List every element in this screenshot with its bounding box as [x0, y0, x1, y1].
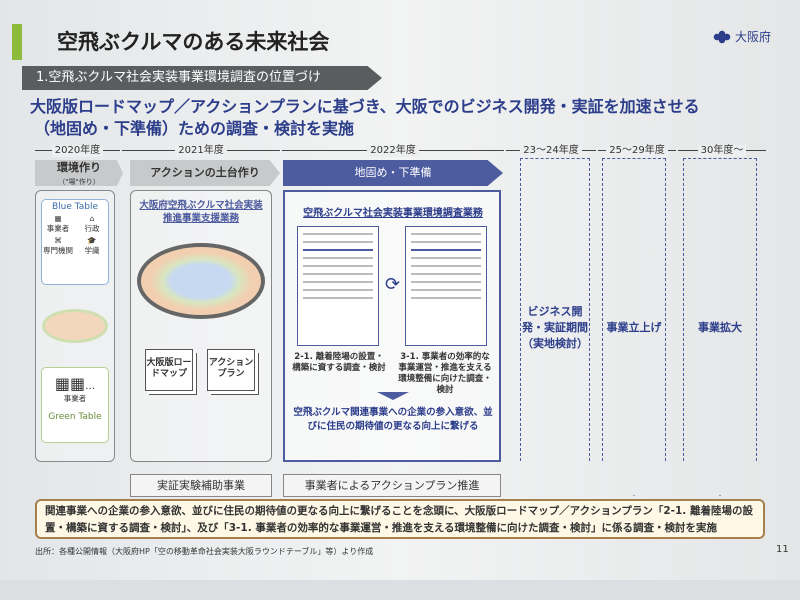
member-label: 事業者: [46, 224, 70, 233]
report-page-1: [297, 226, 379, 346]
phase-business-dev: ビジネス開発・実証期間（実地検討）: [520, 158, 590, 496]
column-2020: Blue Table ▦事業者 ⌂行政 ⌘専門機関 🎓学識 ▦▦… 事業者 Gr…: [35, 190, 115, 462]
headline-line-2: （地固め・下準備）ための調査・検討を実施: [34, 119, 355, 138]
subsidy-program-box: 実証実験補助事業: [130, 474, 272, 497]
column-2022: 空飛ぶクルマ社会実装事業環境調査業務 ⟳ 2-1. 離着陸場の設置・構築に資する…: [283, 190, 501, 462]
government-icon: ⌂行政: [84, 214, 100, 233]
roadmap-label: 大阪版ロードマップ: [146, 358, 192, 379]
headline: 大阪版ロードマップ／アクションプランに基づき、大阪でのビジネス開発・実証を加速さ…: [30, 96, 700, 140]
timeline-30: 30年度～: [678, 143, 766, 157]
phase-expansion: 事業拡大: [683, 158, 757, 496]
action-plan-doc: アクションプラン: [207, 349, 255, 391]
summary-box: 関連事業への企業の参入意欲、並びに住民の期待値の更なる向上に繋げることを念頭に、…: [35, 499, 765, 539]
study-item-2-1: 2-1. 離着陸場の設置・構築に資する調査・検討: [292, 352, 386, 373]
timeline-2022: 2022年度: [282, 143, 504, 157]
member-label: 事業者: [63, 394, 87, 403]
project-title-2021: 大阪府空飛ぶクルマ社会実装推進事業支援業務: [139, 200, 263, 224]
slide-title: 空飛ぶクルマのある未来社会: [12, 24, 712, 60]
phase-2020-label: 環境作り: [57, 161, 101, 174]
round-table-diagram: [42, 309, 108, 343]
green-table-card: ▦▦… 事業者 Green Table: [41, 367, 109, 443]
member-label: 行政: [84, 224, 100, 233]
cycle-icon: ⟳: [385, 274, 401, 295]
slide: 空飛ぶクルマのある未来社会 大阪府 1.空飛ぶクルマ社会実装事業環境調査の位置づ…: [0, 0, 800, 580]
timeline-25-29-label: 25～29年度: [606, 145, 668, 157]
blue-table-card: Blue Table ▦事業者 ⌂行政 ⌘専門機関 🎓学識: [41, 199, 109, 285]
phase-launch: 事業立上げ: [602, 158, 666, 496]
down-arrow-icon: [377, 392, 409, 400]
goal-text: 空飛ぶクルマ関連事業への企業の参入意欲、並びに住民の期待値の更なる向上に繋げる: [293, 407, 493, 432]
timeline-25-29: 25～29年度: [598, 143, 676, 157]
source-note: 出所：各種公開情報（大阪府HP「空の移動革命社会実装大阪ラウンドテーブル」等）よ…: [35, 547, 374, 556]
project-title-2022: 空飛ぶクルマ社会実装事業環境調査業務: [303, 208, 483, 219]
member-label: 専門機関: [43, 246, 73, 255]
timeline-30-label: 30年度～: [697, 145, 747, 157]
timeline-23-24: 23～24年度: [506, 143, 596, 157]
cycle-diagram: [137, 243, 265, 319]
phase-2022: 地固め・下準備: [283, 160, 503, 186]
business-icon: ▦事業者: [46, 214, 70, 233]
phase-2021: アクションの土台作り: [130, 160, 280, 186]
column-2021: 大阪府空飛ぶクルマ社会実装推進事業支援業務 大阪版ロードマップ アクションプラン: [130, 190, 272, 462]
section-heading: 1.空飛ぶクルマ社会実装事業環境調査の位置づけ: [22, 66, 382, 90]
study-item-3-1: 3-1. 事業者の効率的な事業運営・推進を支える環境整備に向けた調査・検討: [398, 352, 492, 395]
phase-2020-sublabel: （"場"作り）: [58, 178, 100, 186]
action-plan-label: アクションプラン: [208, 358, 254, 379]
blue-table-label: Blue Table: [51, 202, 99, 212]
member-label: 学識: [84, 246, 100, 255]
action-plan-promotion-box: 事業者によるアクションプラン推進: [283, 474, 501, 497]
timeline-2021: 2021年度: [122, 143, 280, 157]
business-icon: ▦▦…: [54, 374, 96, 393]
logo-text: 大阪府: [735, 30, 772, 44]
timeline-2020: 2020年度: [35, 143, 120, 157]
logo-mark-icon: [712, 29, 732, 44]
osaka-logo: 大阪府: [712, 28, 771, 45]
page-number: 11: [776, 544, 789, 555]
phase-2020: 環境作り （"場"作り）: [35, 160, 123, 186]
timeline-2020-label: 2020年度: [51, 145, 104, 157]
ellipsis: …: [85, 381, 96, 392]
green-table-label: Green Table: [48, 412, 102, 422]
timeline-23-24-label: 23～24年度: [520, 145, 582, 157]
institution-icon: ⌘専門機関: [43, 236, 73, 255]
timeline-2021-label: 2021年度: [175, 145, 227, 157]
academic-icon: 🎓学識: [84, 236, 100, 255]
headline-line-1: 大阪版ロードマップ／アクションプランに基づき、大阪でのビジネス開発・実証を加速さ…: [30, 97, 700, 116]
report-page-2: [405, 226, 487, 346]
roadmap-doc: 大阪版ロードマップ: [145, 349, 193, 391]
timeline-2022-label: 2022年度: [367, 145, 419, 157]
